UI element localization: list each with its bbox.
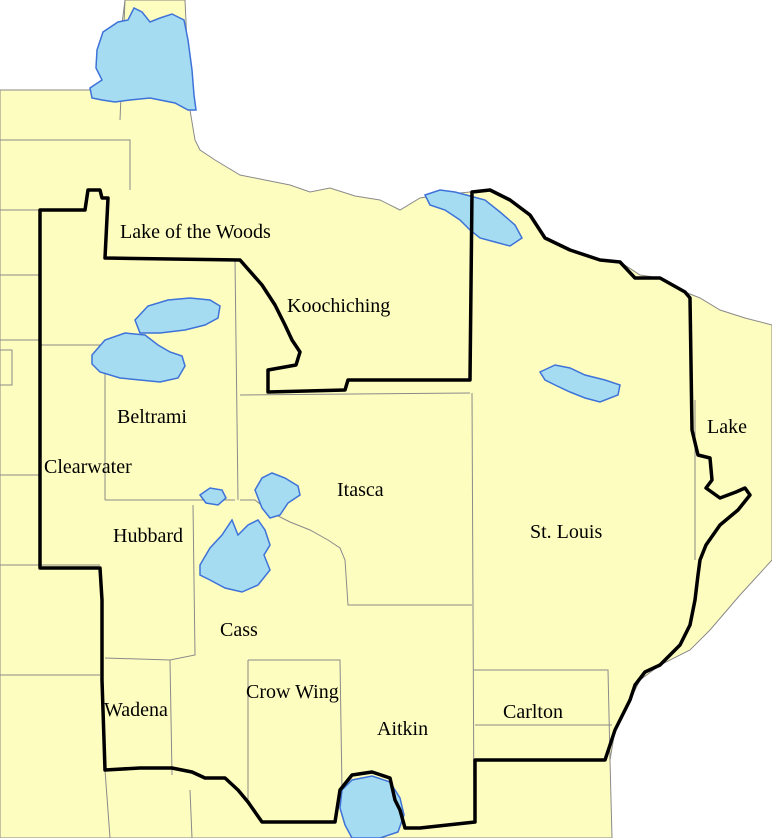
lakes (89, 6, 621, 838)
label-lake: Lake (707, 416, 747, 438)
label-clearwater: Clearwater (44, 456, 132, 478)
cass-lake (254, 472, 301, 519)
label-aitkin: Aitkin (377, 718, 428, 740)
label-carlton: Carlton (503, 701, 563, 723)
label-beltrami: Beltrami (117, 406, 187, 428)
label-koochiching: Koochiching (287, 295, 390, 317)
label-lake-of-the-woods: Lake of the Woods (120, 221, 271, 243)
mille-lacs-lake (339, 775, 405, 838)
small-lake-1 (198, 487, 227, 506)
upper-red-lake (134, 297, 221, 334)
region-border (38, 188, 752, 830)
lower-red-lake (91, 332, 186, 383)
leech-lake (199, 518, 271, 593)
rainy-lake (423, 189, 523, 247)
label-wadena: Wadena (104, 699, 168, 721)
label-itasca: Itasca (337, 479, 384, 501)
label-cass: Cass (220, 619, 258, 641)
label-crow-wing: Crow Wing (246, 681, 339, 703)
label-st-louis: St. Louis (530, 521, 602, 543)
lake-of-the-woods-water (89, 6, 197, 111)
vermilion-lake (538, 364, 621, 403)
label-hubbard: Hubbard (113, 525, 183, 547)
